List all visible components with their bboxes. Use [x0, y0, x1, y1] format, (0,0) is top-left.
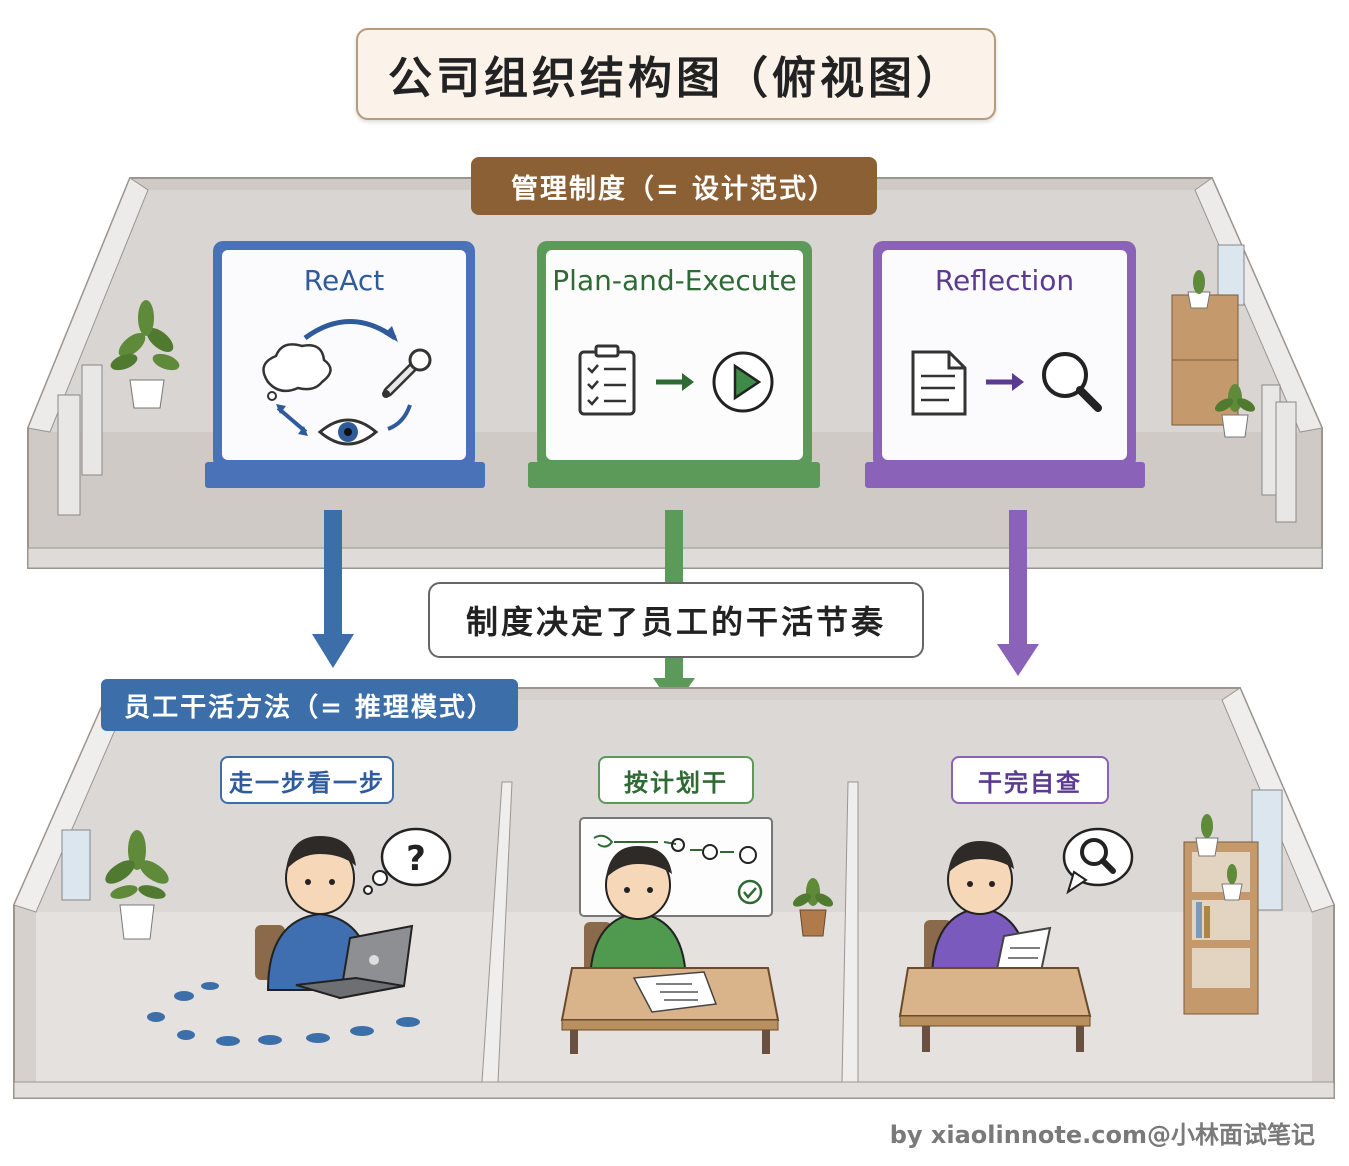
desk-icon: [898, 967, 1092, 1052]
plant-icon: [1214, 384, 1256, 438]
magnifier-icon: [1042, 352, 1102, 412]
partition-right: [841, 781, 859, 1083]
watermark: by xiaolinnote.com@小林面试笔记: [889, 1121, 1315, 1149]
react-room-tag: 走一步看一步: [220, 756, 394, 804]
plant-icon: [105, 830, 169, 940]
partition-left: [481, 781, 513, 1083]
page-title: 公司组织结构图（俯视图）: [356, 28, 996, 120]
plant-icon: [1221, 864, 1243, 901]
magnifier-bubble-icon: [1062, 827, 1134, 895]
reflection-room-tag: 干完自查: [951, 756, 1109, 804]
plan-room-tag: 按计划干: [598, 756, 754, 804]
room-react: ?: [147, 827, 452, 1046]
plan-card-title: Plan-and-Execute: [546, 264, 803, 297]
play-icon: [712, 351, 774, 413]
svg-text:?: ?: [406, 839, 426, 879]
plant-icon: [110, 300, 180, 409]
bookshelf-icon: [1183, 841, 1259, 1015]
room-plan: [560, 817, 780, 1054]
thought-bubble-icon: [262, 343, 332, 401]
down-arrows: [312, 510, 1039, 708]
laptop-icon: [295, 924, 414, 1000]
wrench-icon: [382, 348, 432, 398]
footprints-icon: [147, 982, 420, 1046]
door-left-icon: [57, 394, 81, 516]
reflection-card: [865, 241, 1145, 488]
reflection-card-title: Reflection: [882, 264, 1127, 297]
document-icon: [911, 350, 967, 416]
employee-banner: 员工干活方法（= 推理模式）: [101, 679, 518, 731]
plant-icon: [792, 878, 834, 937]
checklist-icon: [578, 344, 636, 416]
react-card-title: ReAct: [222, 264, 466, 297]
cycle-arrow-icon: [303, 319, 397, 341]
down-arrow-blue: [324, 510, 342, 636]
plan-card: [528, 241, 820, 488]
reflection-label: Reflection: [934, 264, 1075, 297]
management-banner: 管理制度（= 设计范式）: [471, 157, 877, 215]
room-reflection: [898, 827, 1134, 1052]
double-arrow-icon: [276, 406, 308, 434]
plan-label: Plan-and-Execute: [552, 264, 797, 297]
plant-icon: [1195, 814, 1219, 857]
person-icon: [266, 836, 374, 991]
question-bubble-icon: ?: [363, 827, 452, 895]
eye-icon: [317, 418, 379, 446]
react-card: [205, 241, 485, 488]
plant-icon: [1187, 270, 1211, 309]
window-icon: [61, 829, 91, 901]
react-label: ReAct: [303, 264, 385, 297]
connector-caption: 制度决定了员工的干活节奏: [428, 582, 924, 658]
down-arrow-purple: [1009, 510, 1027, 646]
